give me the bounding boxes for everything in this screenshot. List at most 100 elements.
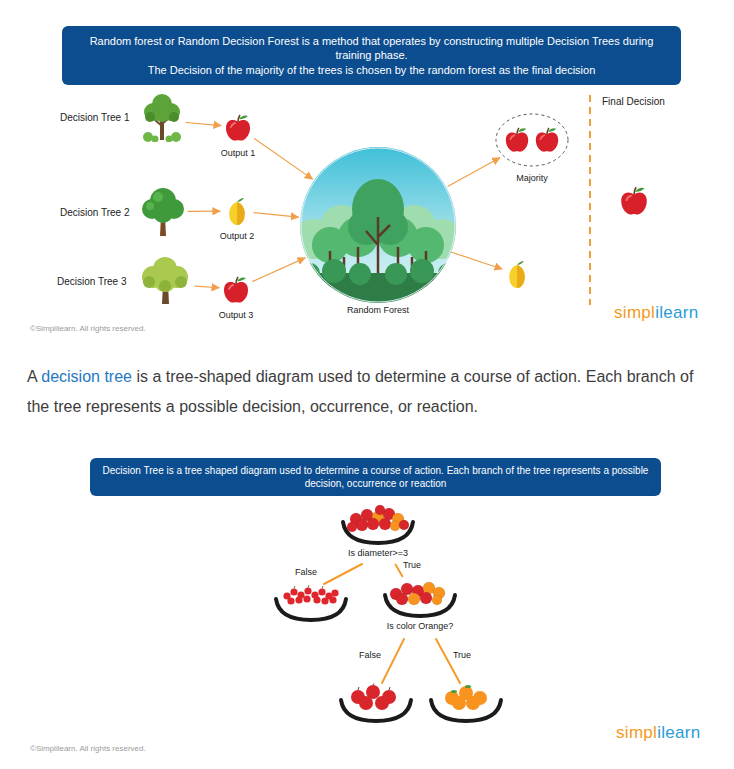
decision-tree-node: Decision Tree 2: [60, 186, 186, 238]
word: tree-shaped: [166, 368, 251, 385]
illustration-part: [143, 132, 181, 142]
illustration-part: [226, 115, 250, 141]
illustration-part: [145, 112, 179, 122]
illustration-part: [356, 519, 368, 531]
connector-line: [186, 123, 221, 126]
illustration-part: [379, 518, 391, 530]
illustration-part: [347, 522, 357, 532]
illustration-part: [303, 595, 310, 602]
decision-tree-node: Decision Tree 1: [60, 92, 184, 142]
illustration-part: [287, 597, 294, 604]
banner-text: Decision Tree is a tree shaped diagram u…: [100, 464, 651, 490]
illustration-part: [399, 520, 409, 530]
illustration-part: [465, 685, 471, 688]
tree-icon: [140, 186, 186, 238]
illustration-part: [276, 599, 346, 620]
illustration-part: [331, 589, 338, 596]
link-text: tree: [104, 368, 132, 385]
connector-line: [253, 258, 305, 282]
illustration-part: [301, 148, 455, 302]
output-node: Output 3: [221, 274, 251, 304]
fruit-bowl: [431, 685, 501, 721]
illustration-part: [385, 263, 407, 285]
apple-icon: [221, 274, 251, 304]
illustration-part: [295, 596, 302, 603]
word: used: [318, 368, 353, 385]
edge-label: True: [401, 560, 423, 571]
word: decision,: [242, 398, 305, 415]
word: A: [27, 368, 37, 385]
node-label: Majority: [477, 172, 587, 184]
label-holder: simplilearn: [616, 723, 701, 743]
word: of: [516, 368, 529, 385]
illustration-part: [300, 147, 456, 303]
tree-label: Decision Tree 3: [57, 276, 133, 287]
illustration-part: [506, 128, 528, 152]
illustration-part: [318, 588, 325, 595]
illustration-part: [283, 587, 338, 604]
illustration-part: [224, 277, 248, 303]
illustration-part: [536, 128, 558, 152]
word: action.: [534, 368, 581, 385]
node-label: Is color Orange?: [360, 620, 480, 632]
illustration-part: [373, 684, 374, 686]
illustration-part: [146, 192, 163, 210]
banner-text: Random forest or Random Decision Forest …: [72, 34, 671, 63]
fruit-bowl-node: Is diameter>=3: [340, 505, 416, 563]
illustration-part: [358, 687, 359, 690]
illustration-part: [166, 136, 173, 143]
illustration-part: [229, 198, 244, 225]
illustration-part: [142, 188, 184, 223]
illustration-part: [410, 259, 434, 283]
illustration-part: [341, 700, 411, 721]
illustration-part: [152, 136, 159, 143]
illustration-part: [408, 593, 420, 605]
logo-part: ilearn: [655, 303, 698, 322]
illustration-part: [329, 596, 336, 603]
illustration-part: [324, 564, 362, 584]
illustration-part: [143, 132, 153, 142]
node-label: Output 3: [191, 309, 281, 321]
label-holder: simplilearn: [614, 303, 699, 323]
illustration-part: [171, 132, 181, 142]
illustration-part: [313, 596, 320, 603]
logo-part: simpl: [616, 723, 657, 742]
illustration-part: [389, 687, 390, 690]
majority-node: Majority: [494, 112, 570, 168]
illustration-part: [145, 112, 155, 122]
illustration-part: [431, 700, 501, 721]
illustration-part: [144, 94, 180, 122]
illustration-part: [375, 696, 389, 710]
word: tree: [54, 398, 82, 415]
word: branch: [627, 368, 676, 385]
label-holder: False: [295, 567, 317, 577]
word: possible: [179, 398, 238, 415]
forest-circle: Random Forest: [300, 147, 456, 303]
decision-tree-node: Decision Tree 3: [57, 256, 193, 306]
apple-icon: [621, 187, 647, 214]
illustration-part: [146, 202, 154, 210]
illustration-part: [496, 114, 568, 166]
connector-line: [254, 213, 298, 217]
body-paragraph: A decision tree is a tree-shaped diagram…: [27, 362, 717, 422]
illustration-part: [143, 276, 187, 292]
connector-line: [188, 211, 220, 212]
arrow-line: [451, 252, 502, 269]
logo-part: ilearn: [657, 723, 700, 742]
lemon-icon: [222, 196, 252, 226]
illustration-part: [290, 588, 297, 595]
illustration-part: [390, 521, 400, 531]
output-node: Output 1: [223, 112, 253, 142]
brand-logo: simplilearn: [614, 303, 699, 323]
illustration-part: [349, 263, 371, 285]
illustration-part: [143, 276, 155, 288]
illustration-part: [159, 280, 171, 292]
illustration-part: [438, 263, 456, 283]
apple-icon: [223, 112, 253, 142]
illustration-part: [304, 587, 311, 594]
illustration-part: [432, 595, 442, 605]
banner-text: The Decision of the majority of the tree…: [72, 63, 671, 77]
text-label: ©Simplilearn. All rights reserved.: [30, 744, 146, 753]
node-label: Output 1: [193, 147, 283, 159]
illustration-part: [300, 273, 456, 303]
